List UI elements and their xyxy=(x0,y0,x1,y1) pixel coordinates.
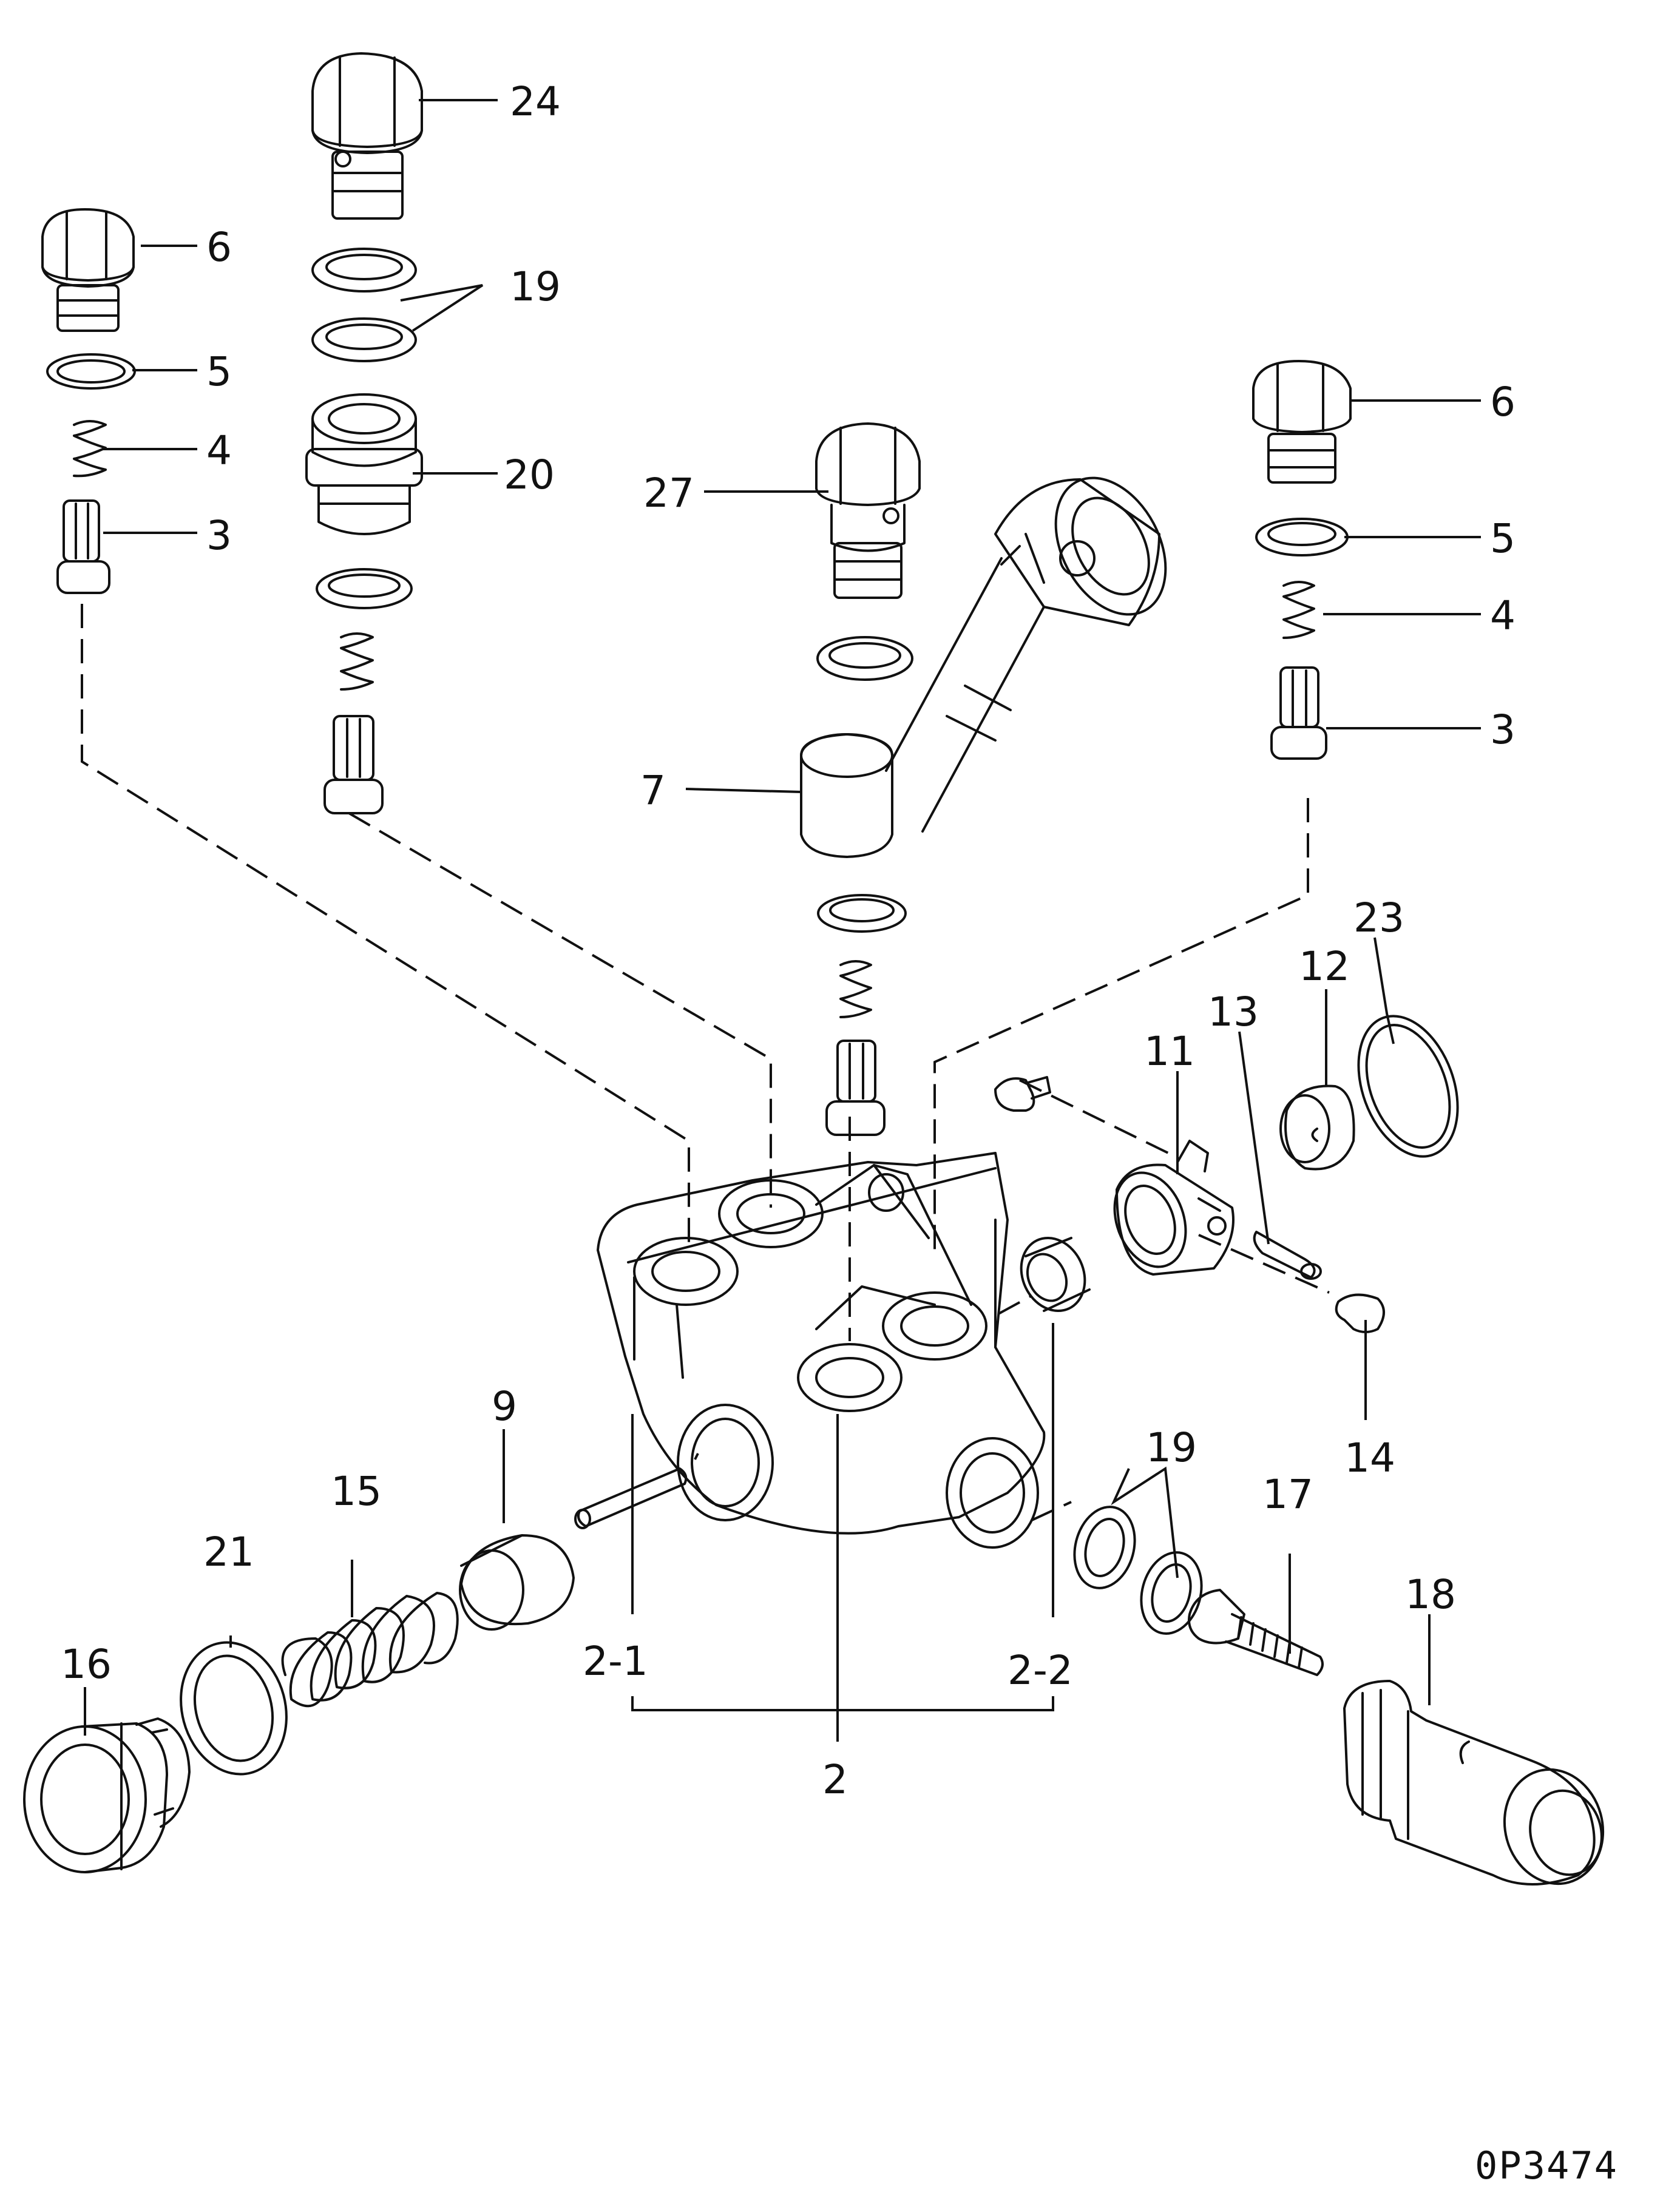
adjuster-18 xyxy=(1343,1680,1605,1886)
callout-labels: 24 6 19 5 4 20 3 27 6 5 4 3 7 23 12 13 1… xyxy=(61,78,1516,1803)
spring-mid-left xyxy=(340,632,374,691)
callout-12: 12 xyxy=(1299,943,1350,990)
callout-2: 2 xyxy=(822,1756,848,1803)
washers-19-bottom xyxy=(1073,1506,1203,1635)
lever-11 xyxy=(1113,1140,1235,1276)
pin-13 xyxy=(1253,1231,1322,1280)
valve-mid-left xyxy=(323,715,384,814)
callout-11: 11 xyxy=(1144,1028,1195,1075)
callout-2-2: 2-2 xyxy=(1008,1647,1073,1694)
drawing-number: 0P3474 xyxy=(1475,2143,1618,2188)
callout-27: 27 xyxy=(643,470,694,516)
spring-center xyxy=(839,960,872,1018)
valve-3-left xyxy=(56,499,110,594)
plug-24 xyxy=(311,52,423,220)
callout-14: 14 xyxy=(1344,1435,1395,1481)
callout-9: 9 xyxy=(492,1383,517,1430)
spring-4-right xyxy=(1282,581,1315,639)
plug-6-left xyxy=(41,208,135,332)
callout-23: 23 xyxy=(1353,895,1404,941)
callout-3-right: 3 xyxy=(1490,706,1516,753)
pin-head xyxy=(994,1076,1051,1112)
gasket-mid-left xyxy=(316,568,413,609)
callout-4-left: 4 xyxy=(206,427,232,474)
callout-19-bottom: 19 xyxy=(1146,1424,1197,1471)
banjo-bolt-27 xyxy=(815,422,921,599)
callout-15: 15 xyxy=(331,1468,382,1515)
valve-center xyxy=(825,1040,886,1136)
plug-6-right xyxy=(1252,360,1352,484)
callout-13: 13 xyxy=(1208,989,1259,1035)
callout-5-right: 5 xyxy=(1490,515,1516,562)
callout-16: 16 xyxy=(61,1641,112,1688)
seal-ring-2-2 xyxy=(1020,1236,1091,1313)
pin-2-1 xyxy=(574,1467,688,1529)
callout-3-left: 3 xyxy=(206,512,232,559)
callout-20: 20 xyxy=(504,452,555,498)
strainer-7 xyxy=(800,476,1167,858)
gasket-5-right xyxy=(1255,518,1349,556)
callout-18: 18 xyxy=(1405,1571,1456,1618)
callout-17: 17 xyxy=(1262,1471,1313,1518)
callout-4-right: 4 xyxy=(1490,592,1516,639)
washers-19-top xyxy=(311,248,417,362)
callout-6-left: 6 xyxy=(206,224,232,271)
callout-21: 21 xyxy=(203,1529,254,1575)
callout-19-top: 19 xyxy=(510,263,561,310)
callout-7: 7 xyxy=(640,767,666,814)
leader-lines xyxy=(84,99,1481,1742)
valve-body-20 xyxy=(305,393,423,535)
spring-4-left xyxy=(73,420,107,478)
gasket-5-left xyxy=(46,353,136,390)
needle-17 xyxy=(1188,1589,1324,1676)
gasket-21 xyxy=(180,1641,288,1776)
knob-14 xyxy=(1335,1293,1385,1333)
snap-ring-23 xyxy=(1357,1015,1459,1158)
assembly-lines xyxy=(81,604,1330,1521)
valve-body-2 xyxy=(597,1152,1046,1549)
spring-15 xyxy=(281,1592,459,1708)
callout-6-right: 6 xyxy=(1490,379,1516,425)
cap-12 xyxy=(1279,1084,1355,1171)
callout-5-left: 5 xyxy=(206,348,232,395)
plug-16 xyxy=(23,1717,191,1873)
valve-3-right xyxy=(1270,666,1327,760)
callout-24: 24 xyxy=(510,78,561,125)
callout-2-1: 2-1 xyxy=(583,1638,648,1685)
gasket-7 xyxy=(817,894,907,933)
sleeve-9 xyxy=(459,1534,575,1631)
gasket-27 xyxy=(816,636,913,681)
